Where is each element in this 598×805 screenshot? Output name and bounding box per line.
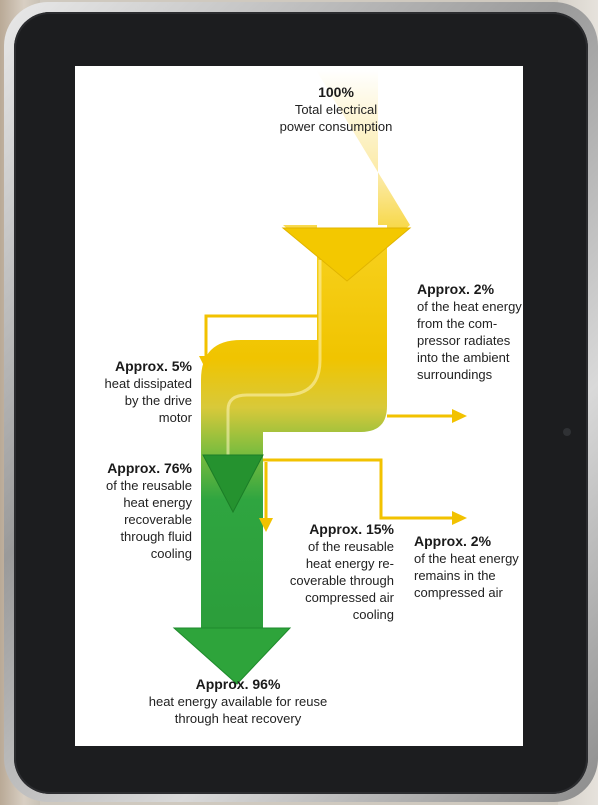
compressed-air-loss-arrow xyxy=(452,511,467,525)
compressor-radiation-loss-arrow xyxy=(452,409,467,423)
label-compressor-radiation: Approx. 2% of the heat energy from the c… xyxy=(417,281,527,383)
label-air-cooling-body: of the reusable heat energy re- coverabl… xyxy=(289,539,394,622)
label-available: Approx. 96% heat energy available for re… xyxy=(118,676,358,727)
label-drive-motor: Approx. 5% heat dissipated by the drive … xyxy=(82,358,192,426)
drive-motor-loss-line xyxy=(204,314,318,358)
label-air-cooling: Approx. 15% of the reusable heat energy … xyxy=(272,521,394,623)
label-compressed-air-body: of the heat energy remains in the compre… xyxy=(414,551,519,600)
label-fluid-cooling-body: of the reusable heat energy recoverable … xyxy=(105,478,192,561)
label-total-head: 100% xyxy=(318,84,354,100)
label-drive-motor-body: heat dissipated by the drive motor xyxy=(104,376,192,425)
main-flow-band xyxy=(174,70,410,684)
compressed-air-loss-line xyxy=(263,458,456,520)
input-arrow-head xyxy=(281,227,412,282)
label-compressor-radiation-body: of the heat energy from the com- pressor… xyxy=(417,299,522,382)
label-total: 100% Total electrical power consumption xyxy=(276,84,396,135)
fluid-cooling-arrow xyxy=(202,454,264,514)
label-compressed-air-head: Approx. 2% xyxy=(414,533,492,549)
label-fluid-cooling-head: Approx. 76% xyxy=(107,460,192,476)
bend-highlight xyxy=(226,260,322,470)
label-drive-motor-head: Approx. 5% xyxy=(114,358,192,374)
camera-dot xyxy=(563,428,571,436)
label-total-body: Total electrical power consumption xyxy=(279,102,393,134)
label-air-cooling-head: Approx. 15% xyxy=(309,521,394,537)
drive-motor-loss-arrow xyxy=(199,356,213,370)
output-arrow-head xyxy=(172,627,292,685)
label-available-body: heat energy available for reuse through … xyxy=(148,694,328,726)
label-fluid-cooling: Approx. 76% of the reusable heat energy … xyxy=(80,460,192,562)
air-cooling-arrow xyxy=(259,518,273,532)
label-compressed-air: Approx. 2% of the heat energy remains in… xyxy=(414,533,524,601)
label-compressor-radiation-head: Approx. 2% xyxy=(417,281,495,297)
label-available-head: Approx. 96% xyxy=(195,676,281,692)
